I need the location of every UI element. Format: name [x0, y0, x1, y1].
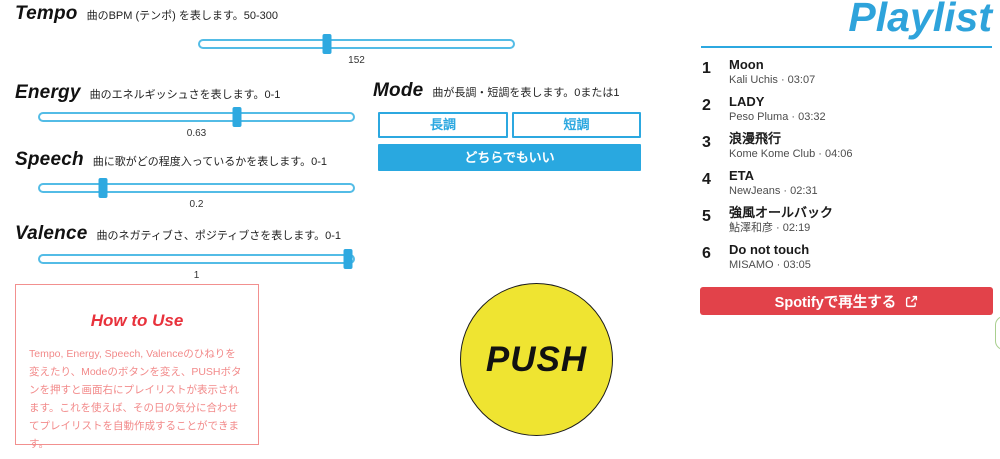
track-title: Do not touch [729, 242, 810, 257]
track-meta: 鮎澤和彦 · 02:19 [729, 222, 811, 234]
track-info: LADY Peso Pluma · 03:32 [729, 94, 826, 124]
track-meta: Peso Pluma · 03:32 [729, 111, 826, 123]
spotify-play-label: Spotifyで再生する [774, 294, 897, 311]
energy-description: 曲のエネルギッシュさを表します。0-1 [89, 89, 281, 101]
valence-title: Valence [15, 223, 88, 244]
track-title: ETA [729, 168, 755, 183]
valence-slider-thumb[interactable] [343, 249, 353, 269]
playlist-track-3: 3 浪漫飛行 Kome Kome Club · 04:06 [702, 131, 994, 168]
mode-either-button[interactable]: どちらでもいい [378, 144, 641, 171]
speech-section-header: Speech 曲に歌がどの程度入っているかを表します。0-1 [15, 149, 327, 171]
valence-slider-value: 1 [193, 270, 200, 281]
speech-slider-thumb[interactable] [98, 178, 108, 198]
tempo-description: 曲のBPM (テンポ) を表します。50-300 [86, 10, 279, 22]
cutoff-green-box [995, 316, 1000, 350]
track-number: 4 [702, 171, 711, 188]
track-meta: NewJeans · 02:31 [729, 185, 818, 197]
track-number: 1 [702, 60, 711, 77]
external-link-icon [905, 295, 918, 308]
tempo-section-header: Tempo 曲のBPM (テンポ) を表します。50-300 [15, 3, 278, 25]
track-title: 強風オールバック [729, 205, 834, 220]
playlist-track-4: 4 ETA NewJeans · 02:31 [702, 168, 994, 205]
push-button[interactable]: PUSH [460, 283, 613, 436]
energy-slider[interactable]: 0.63 [38, 107, 355, 139]
playlist-track-2: 2 LADY Peso Pluma · 03:32 [702, 94, 994, 131]
track-number: 2 [702, 97, 711, 114]
tempo-slider-thumb[interactable] [322, 34, 332, 54]
track-meta: MISAMO · 03:05 [729, 259, 811, 271]
track-meta: Kome Kome Club · 04:06 [729, 148, 853, 160]
mode-description: 曲が長調・短調を表します。0または1 [432, 87, 620, 99]
mode-section-header: Mode 曲が長調・短調を表します。0または1 [373, 80, 620, 102]
energy-title: Energy [15, 82, 81, 103]
tempo-slider-value: 152 [348, 55, 365, 66]
playlist-track-5: 5 強風オールバック 鮎澤和彦 · 02:19 [702, 205, 994, 242]
mode-title: Mode [373, 80, 424, 101]
valence-description: 曲のネガティブさ、ポジティブさを表します。0-1 [96, 230, 342, 242]
speech-title: Speech [15, 149, 84, 170]
track-number: 6 [702, 245, 711, 262]
playlist-track-1: 1 Moon Kali Uchis · 03:07 [702, 57, 994, 94]
tempo-title: Tempo [15, 3, 78, 24]
tempo-slider[interactable]: 152 [198, 34, 515, 66]
speech-slider[interactable]: 0.2 [38, 178, 355, 210]
track-info: Moon Kali Uchis · 03:07 [729, 57, 815, 87]
how-to-use-title: How to Use [90, 311, 184, 330]
speech-slider-value: 0.2 [189, 199, 204, 210]
track-number: 3 [702, 134, 711, 151]
how-to-use-body: Tempo, Energy, Speech, Valenceのひねりを変えたり、… [29, 348, 242, 451]
playlist-track-list: 1 Moon Kali Uchis · 03:07 2 LADY Peso Pl… [702, 57, 994, 279]
track-title: LADY [729, 94, 765, 109]
spotify-play-button[interactable]: Spotifyで再生する [700, 287, 993, 315]
valence-section-header: Valence 曲のネガティブさ、ポジティブさを表します。0-1 [15, 223, 341, 245]
track-meta: Kali Uchis · 03:07 [729, 74, 816, 86]
track-info: 強風オールバック 鮎澤和彦 · 02:19 [729, 205, 833, 235]
mode-minor-button[interactable]: 短調 [512, 112, 641, 138]
playlist-track-6: 6 Do not touch MISAMO · 03:05 [702, 242, 994, 279]
speech-description: 曲に歌がどの程度入っているかを表します。0-1 [92, 156, 328, 168]
track-info: 浪漫飛行 Kome Kome Club · 04:06 [729, 131, 853, 161]
how-to-use-box: How to Use Tempo, Energy, Speech, Valenc… [15, 284, 259, 450]
track-number: 5 [702, 208, 711, 225]
playlist-title: Playlist [848, 0, 992, 40]
valence-slider[interactable]: 1 [38, 249, 355, 281]
track-info: Do not touch MISAMO · 03:05 [729, 242, 811, 272]
energy-slider-value: 0.63 [186, 128, 207, 139]
energy-section-header: Energy 曲のエネルギッシュさを表します。0-1 [15, 82, 280, 104]
track-title: 浪漫飛行 [729, 131, 782, 146]
playlist-title-divider [701, 46, 992, 48]
mode-major-button[interactable]: 長調 [378, 112, 508, 138]
track-title: Moon [729, 57, 764, 72]
track-info: ETA NewJeans · 02:31 [729, 168, 818, 198]
energy-slider-thumb[interactable] [232, 107, 242, 127]
